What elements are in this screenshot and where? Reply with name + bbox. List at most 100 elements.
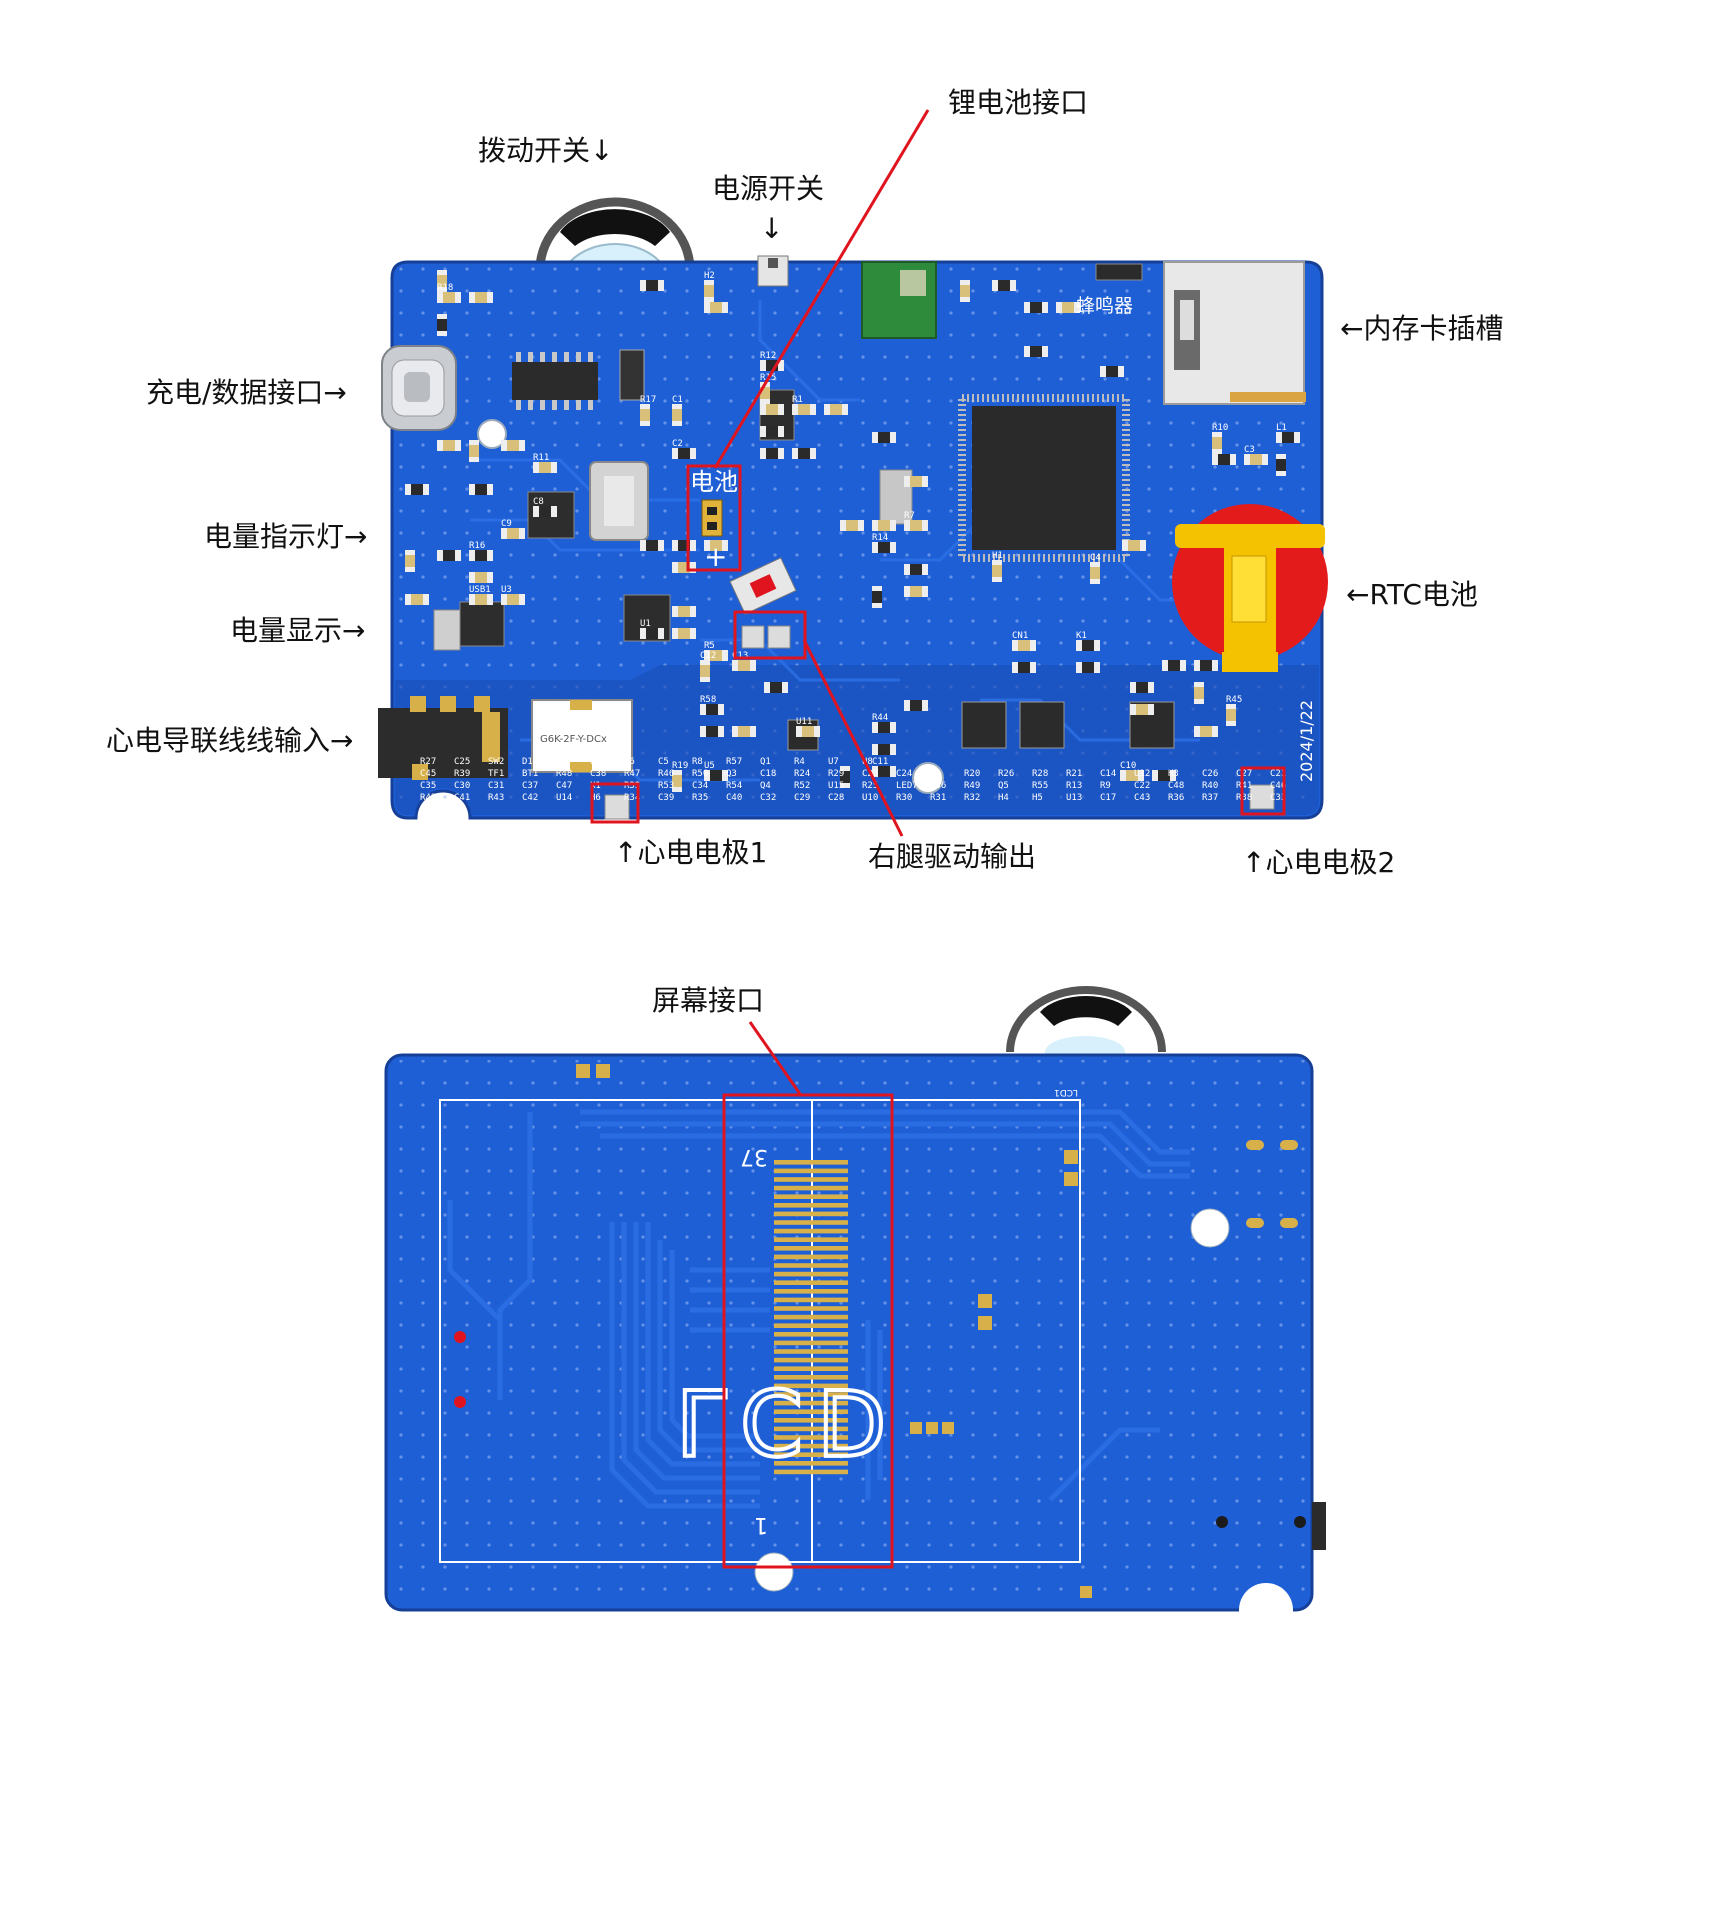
- refdes-label: R9: [1100, 781, 1111, 791]
- refdes-label: C14: [1100, 769, 1116, 779]
- passive-component: [1212, 432, 1222, 454]
- passive-component: [1056, 302, 1080, 313]
- fpc-pad: [774, 1185, 848, 1191]
- passive-component: [437, 270, 447, 292]
- refdes-label: CN1: [1012, 631, 1028, 641]
- refdes-label: C2: [672, 439, 683, 449]
- fpc-pad: [774, 1323, 848, 1328]
- right-leg-box: [733, 610, 807, 660]
- refdes-label: R32: [964, 793, 980, 803]
- fpc-pad: [774, 1237, 848, 1242]
- passive-component: [469, 572, 493, 583]
- passive-component: [469, 550, 493, 561]
- passive-component: [960, 280, 970, 302]
- label-screen-port: 屏幕接口: [652, 984, 765, 1017]
- passive-component: [1244, 454, 1268, 465]
- refdes-label: Q3: [726, 769, 737, 779]
- battery-silk: 电池: [690, 468, 738, 496]
- refdes-label: R24: [794, 769, 810, 779]
- fpc-pad: [774, 1280, 848, 1285]
- passive-component: [732, 660, 756, 671]
- refdes-label: R17: [640, 395, 656, 405]
- refdes-label: U5: [704, 761, 715, 771]
- passive-components: [405, 270, 1300, 792]
- passive-component: [672, 562, 696, 573]
- fpc-pad: [774, 1409, 848, 1414]
- refdes-label: R40: [1202, 781, 1218, 791]
- refdes-label: Q1: [760, 757, 771, 767]
- passive-component: [640, 280, 664, 291]
- passive-component: [1194, 726, 1218, 737]
- fpc-pad: [774, 1177, 848, 1182]
- passive-component: [533, 506, 557, 517]
- pin1-silk: 1: [754, 1512, 768, 1537]
- passive-component: [792, 404, 816, 415]
- refdes-label: C7: [556, 757, 567, 767]
- fpc-pad: [774, 1168, 848, 1174]
- fpc-pad: [774, 1357, 848, 1363]
- passive-component: [840, 520, 864, 531]
- passive-component: [700, 660, 710, 682]
- fpc-pad: [774, 1203, 848, 1208]
- fpc-pad: [774, 1228, 848, 1234]
- refdes-label: C37: [522, 781, 538, 791]
- passive-component: [1194, 660, 1218, 671]
- refdes-label: K1: [1076, 631, 1087, 641]
- passive-component: [704, 302, 728, 313]
- label-battery-led: 电量指示灯→: [204, 520, 368, 553]
- refdes-label: R8: [692, 757, 703, 767]
- refdes-label: C32: [760, 793, 776, 803]
- fpc-pad: [774, 1220, 848, 1225]
- refdes-label: R30: [896, 793, 912, 803]
- refdes-label: R47: [624, 769, 640, 779]
- refdes-label: R20: [964, 769, 980, 779]
- passive-component: [840, 766, 850, 788]
- passive-component: [992, 560, 1002, 582]
- refdes-label: U10: [862, 793, 878, 803]
- usb-c-connector: [381, 345, 457, 431]
- refdes-label: H4: [998, 793, 1009, 803]
- passive-component: [1194, 682, 1204, 704]
- passive-component: [1090, 562, 1100, 584]
- refdes-label: X1: [590, 781, 601, 791]
- fpc-pad: [774, 1383, 848, 1389]
- passive-component: [700, 704, 724, 715]
- refdes-label: U3: [501, 585, 512, 595]
- fpc-pad: [774, 1461, 848, 1466]
- refdes-label: R35: [692, 793, 708, 803]
- passive-component: [501, 440, 525, 451]
- passive-component: [904, 520, 928, 531]
- buzzer-silk: 蜂鸣器: [1076, 295, 1133, 317]
- refdes-label: C10: [1120, 761, 1136, 771]
- refdes-label: R38: [1236, 793, 1252, 803]
- refdes-label: C4: [1090, 553, 1101, 563]
- refdes-label: R5: [704, 641, 715, 651]
- passive-component: [1276, 454, 1286, 476]
- passive-component: [704, 280, 714, 302]
- refdes-label: C43: [1134, 793, 1150, 803]
- refdes-label: R39: [454, 769, 470, 779]
- passive-component: [469, 440, 479, 462]
- refdes-label: USB1: [469, 585, 491, 595]
- top-board: R18R11C8C9R16USB1U3H2R17C1C2R12R15R1U1R5…: [378, 109, 1328, 837]
- refdes-label: U7: [828, 757, 839, 767]
- refdes-label: C28: [828, 793, 844, 803]
- refdes-label: C40: [726, 793, 742, 803]
- refdes-label: H6: [590, 793, 601, 803]
- passive-component: [872, 722, 896, 733]
- refdes-label: R34: [624, 793, 640, 803]
- passive-component: [704, 770, 728, 781]
- fpc-pad: [774, 1211, 848, 1217]
- passive-component: [405, 594, 429, 605]
- refdes-label: H2: [704, 271, 715, 281]
- refdes-label: U8: [862, 757, 873, 767]
- passive-component: [1226, 704, 1236, 726]
- refdes-label: R36: [1168, 793, 1184, 803]
- refdes-label: C41: [454, 793, 470, 803]
- refdes-label: R1: [792, 395, 803, 405]
- refdes-label: C24: [896, 769, 912, 779]
- refdes-label: SW2: [488, 757, 504, 767]
- fpc-pad: [774, 1435, 848, 1440]
